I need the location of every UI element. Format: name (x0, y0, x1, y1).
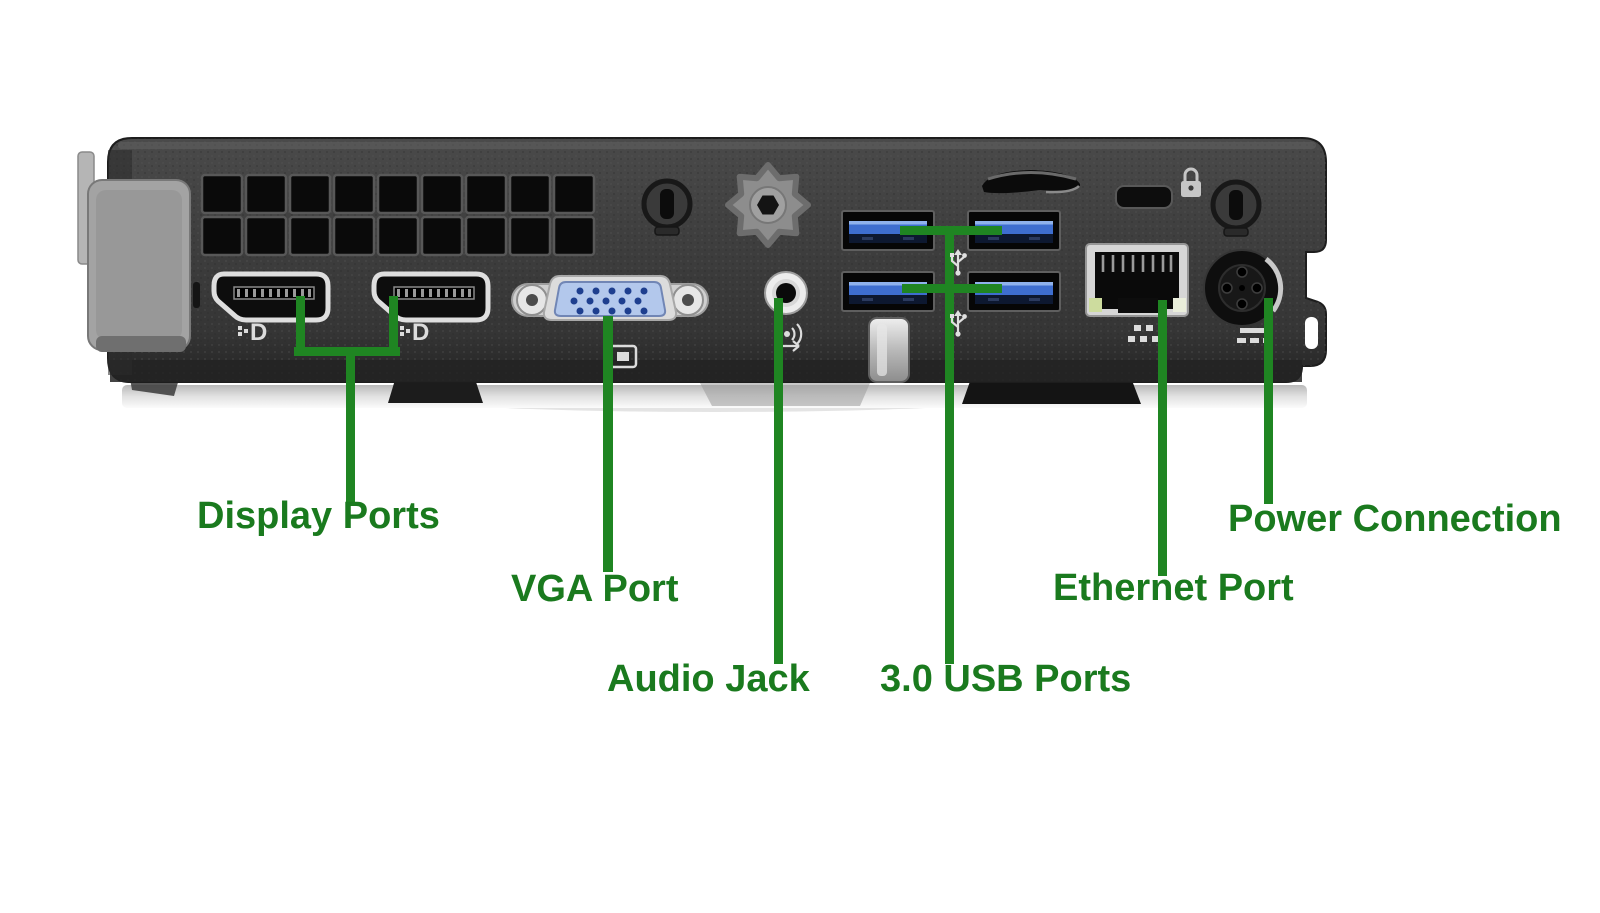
audio-jack (764, 271, 808, 315)
padlock-icon (1181, 167, 1201, 197)
chassis-latch (77, 151, 191, 352)
kensington-slot (1115, 185, 1173, 209)
annotation-stem-vga (603, 316, 613, 572)
handle-slot (982, 170, 1081, 194)
displayport-1 (214, 274, 328, 320)
annotation-stem-display-ports (346, 347, 355, 503)
annotation-stem-ethernet (1158, 300, 1167, 576)
label-vga-port: VGA Port (511, 568, 679, 610)
annotation-stem-power (1264, 298, 1273, 504)
label-display-ports: Display Ports (197, 495, 440, 537)
annotation-stem-audio (774, 298, 783, 664)
annotation-line-dp2 (389, 296, 398, 352)
annotation-line-dp1 (296, 296, 305, 352)
metal-clip (868, 317, 910, 383)
ethernet-port (1085, 243, 1189, 317)
vga-port (511, 275, 709, 321)
ethernet-network-icon (1128, 325, 1159, 342)
label-power-connection: Power Connection (1228, 498, 1562, 540)
chassis-hook-slot (1305, 317, 1318, 349)
power-connector (1203, 249, 1284, 327)
annotation-stem-usb (945, 226, 954, 664)
thumbscrew (725, 162, 811, 248)
annotation-lines (294, 226, 1273, 664)
label-audio-jack: Audio Jack (607, 658, 810, 700)
label-ethernet-port: Ethernet Port (1053, 567, 1294, 609)
label-usb-ports: 3.0 USB Ports (880, 658, 1132, 700)
